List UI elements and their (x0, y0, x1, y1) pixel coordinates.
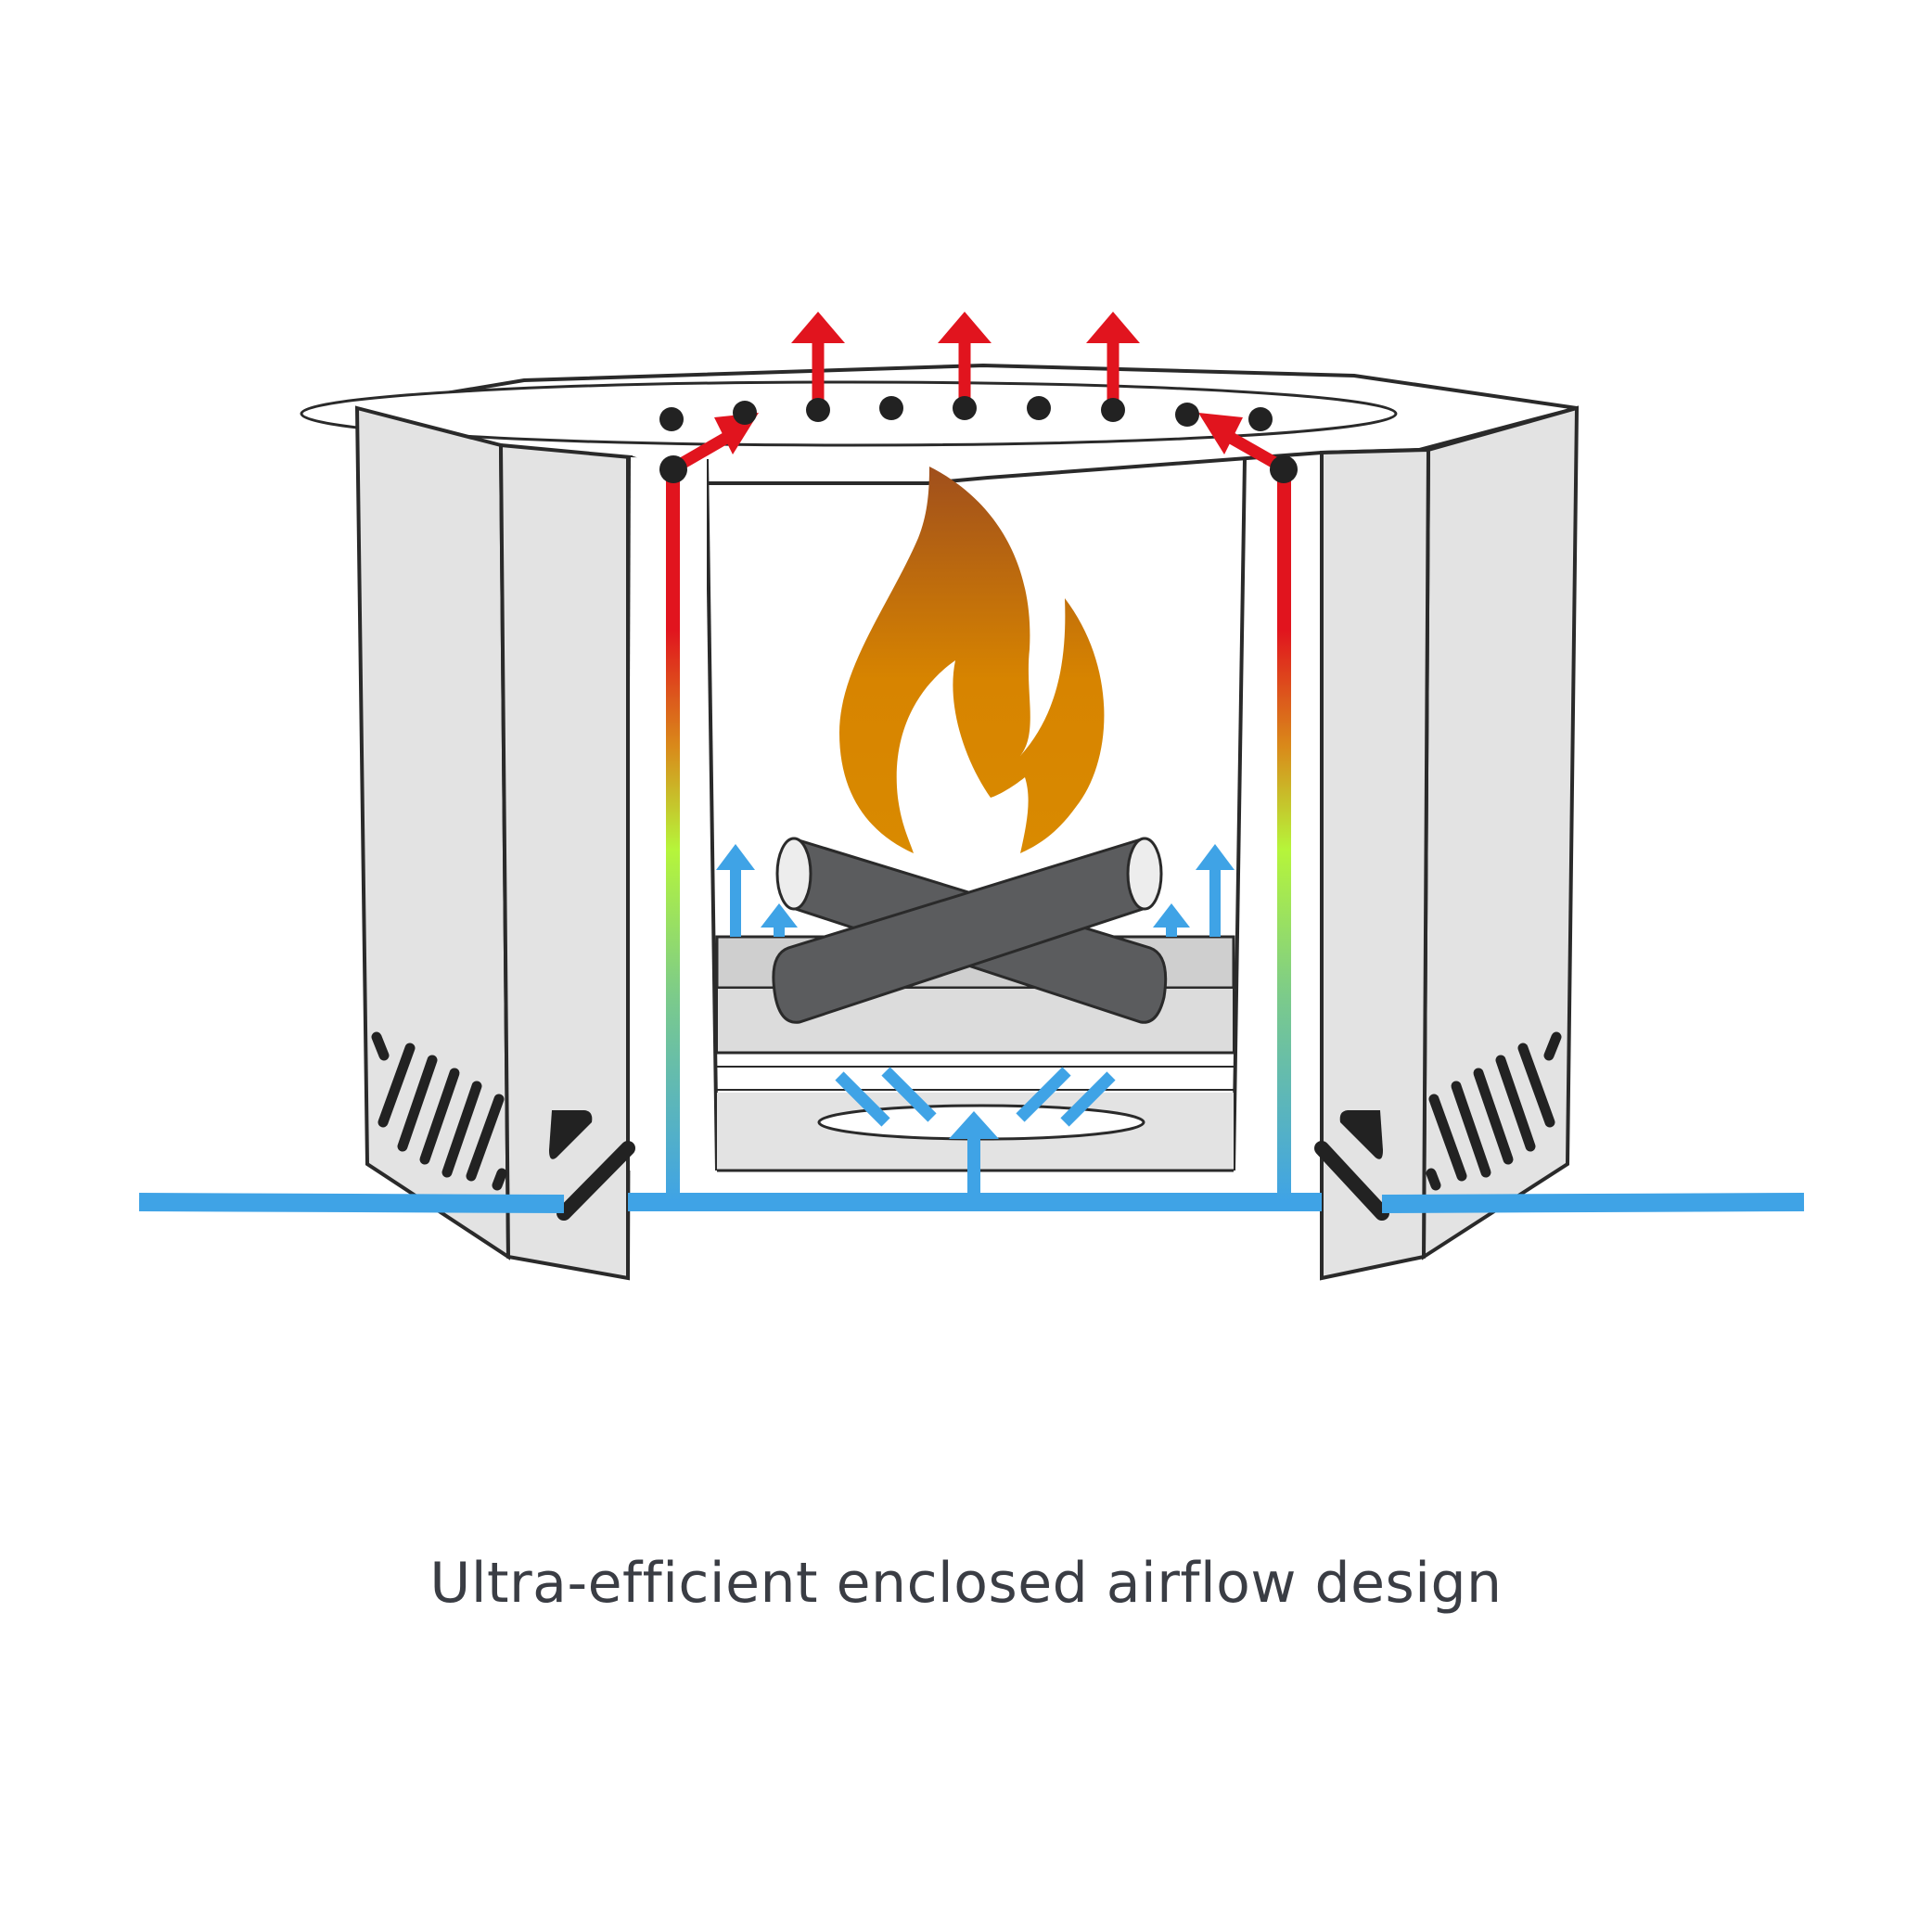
arrow-up-icon (1198, 413, 1243, 454)
cold-air-flow (138, 844, 1805, 1213)
diagram-caption: Ultra-efficient enclosed airflow design (429, 1551, 1503, 1616)
air-risers (666, 468, 1291, 1201)
cold-air-arrows-right (1153, 844, 1235, 937)
arrow-up-icon (1153, 903, 1190, 928)
arrow-up-icon (1086, 312, 1140, 343)
cold-air-arrows-left (716, 844, 798, 937)
flame-icon (839, 467, 1105, 853)
right-wall (1320, 405, 1580, 1281)
arrow-up-icon (716, 844, 755, 870)
right-vent-slots (1426, 1031, 1562, 1191)
left-damper (549, 1110, 635, 1221)
arrow-up-icon (938, 312, 992, 343)
arrow-up-icon (949, 1111, 999, 1139)
logs-icon (772, 837, 1168, 1024)
outlet-holes (659, 396, 1298, 483)
arrow-up-icon (791, 312, 845, 343)
arrow-up-icon (761, 903, 798, 928)
right-damper (1314, 1110, 1389, 1221)
arrow-up-icon (1196, 844, 1235, 870)
left-vent-slots (371, 1031, 507, 1191)
left-wall (354, 405, 707, 1281)
top-rim (300, 363, 1578, 485)
